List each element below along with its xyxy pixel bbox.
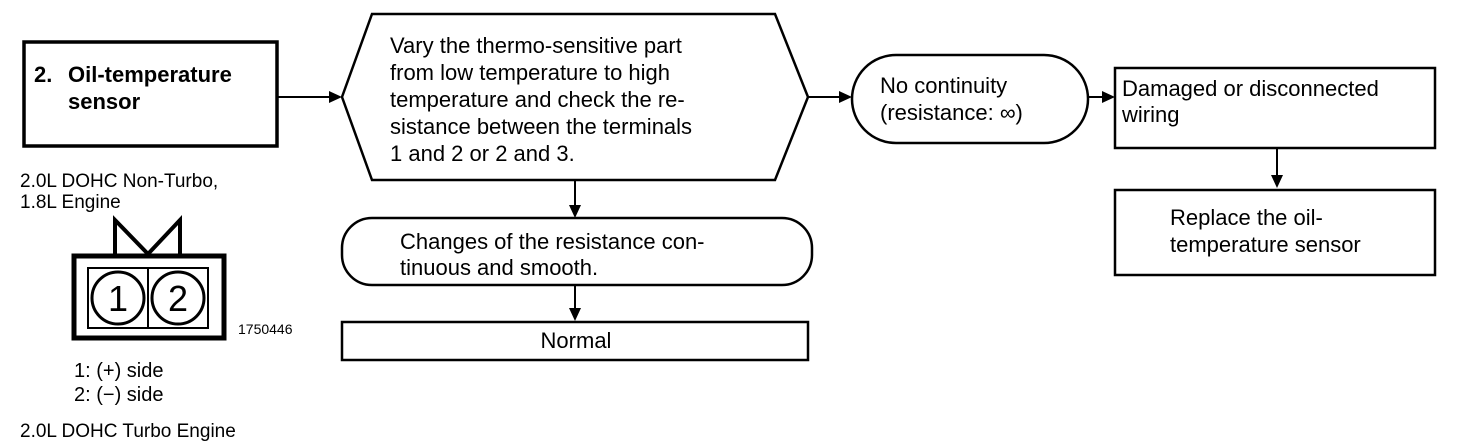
check-step-line4: sistance between the terminals <box>390 114 692 139</box>
connector-latch <box>113 214 182 257</box>
sensor-title-line1: Oil-temperature <box>68 62 232 87</box>
action-box: Replace the oil- temperature sensor <box>1113 188 1437 277</box>
normal-box: Normal <box>340 320 810 362</box>
sensor-title-box: 2. Oil-temperature sensor <box>22 40 279 148</box>
engine-label-bottom: 2.0L DOHC Turbo Engine <box>20 421 236 442</box>
connector-diagram: 1 2 <box>71 214 227 341</box>
check-step-line1: Vary the thermo-sensitive part <box>390 33 682 58</box>
sensor-number: 2. <box>34 62 52 87</box>
cause-line2: wiring <box>1121 102 1179 127</box>
arrow-result-ng-to-cause <box>1088 91 1115 103</box>
arrow-sensor-to-check <box>277 91 342 103</box>
terminal-1-circle <box>90 270 146 326</box>
result-ng-line2: (resistance: ∞) <box>880 100 1023 125</box>
result-ng-box: No continuity (resistance: ∞) <box>850 53 1090 145</box>
terminal-legend-line1: 1: (+) side <box>74 360 163 382</box>
result-ok-line1: Changes of the resistance con- <box>400 229 705 254</box>
engine-label-top-line1: 2.0L DOHC Non-Turbo, <box>20 171 218 192</box>
result-ng-line1: No continuity <box>880 73 1007 98</box>
check-step-line3: temperature and check the re- <box>390 87 685 112</box>
terminal-2-label: 2 <box>168 278 188 319</box>
check-step-line2: from low temperature to high <box>390 60 670 85</box>
action-line2: temperature sensor <box>1170 232 1361 257</box>
cause-line1: Damaged or disconnected <box>1122 76 1379 101</box>
sensor-title-line2: sensor <box>68 89 141 114</box>
check-step-line5: 1 and 2 or 2 and 3. <box>390 141 575 166</box>
result-ok-line2: tinuous and smooth. <box>400 255 598 280</box>
terminal-2-circle <box>150 270 206 326</box>
arrow-cause-to-action <box>1271 148 1283 188</box>
action-line1: Replace the oil- <box>1170 205 1323 230</box>
check-step-hexagon: Vary the thermo-sensitive part from low … <box>340 12 810 182</box>
cause-box: Damaged or disconnected wiring <box>1113 66 1437 150</box>
normal-label: Normal <box>541 328 612 353</box>
terminal-legend-line2: 2: (−) side <box>74 384 163 406</box>
result-ok-box: Changes of the resistance con- tinuous a… <box>340 216 814 287</box>
terminal-1-label: 1 <box>108 278 128 319</box>
arrow-check-to-result-ok <box>569 180 581 218</box>
engine-label-top-line2: 1.8L Engine <box>20 192 121 213</box>
connector-part-number: 1750446 <box>238 321 293 337</box>
arrow-check-to-result-ng <box>808 91 852 103</box>
arrow-result-ok-to-normal <box>569 285 581 321</box>
